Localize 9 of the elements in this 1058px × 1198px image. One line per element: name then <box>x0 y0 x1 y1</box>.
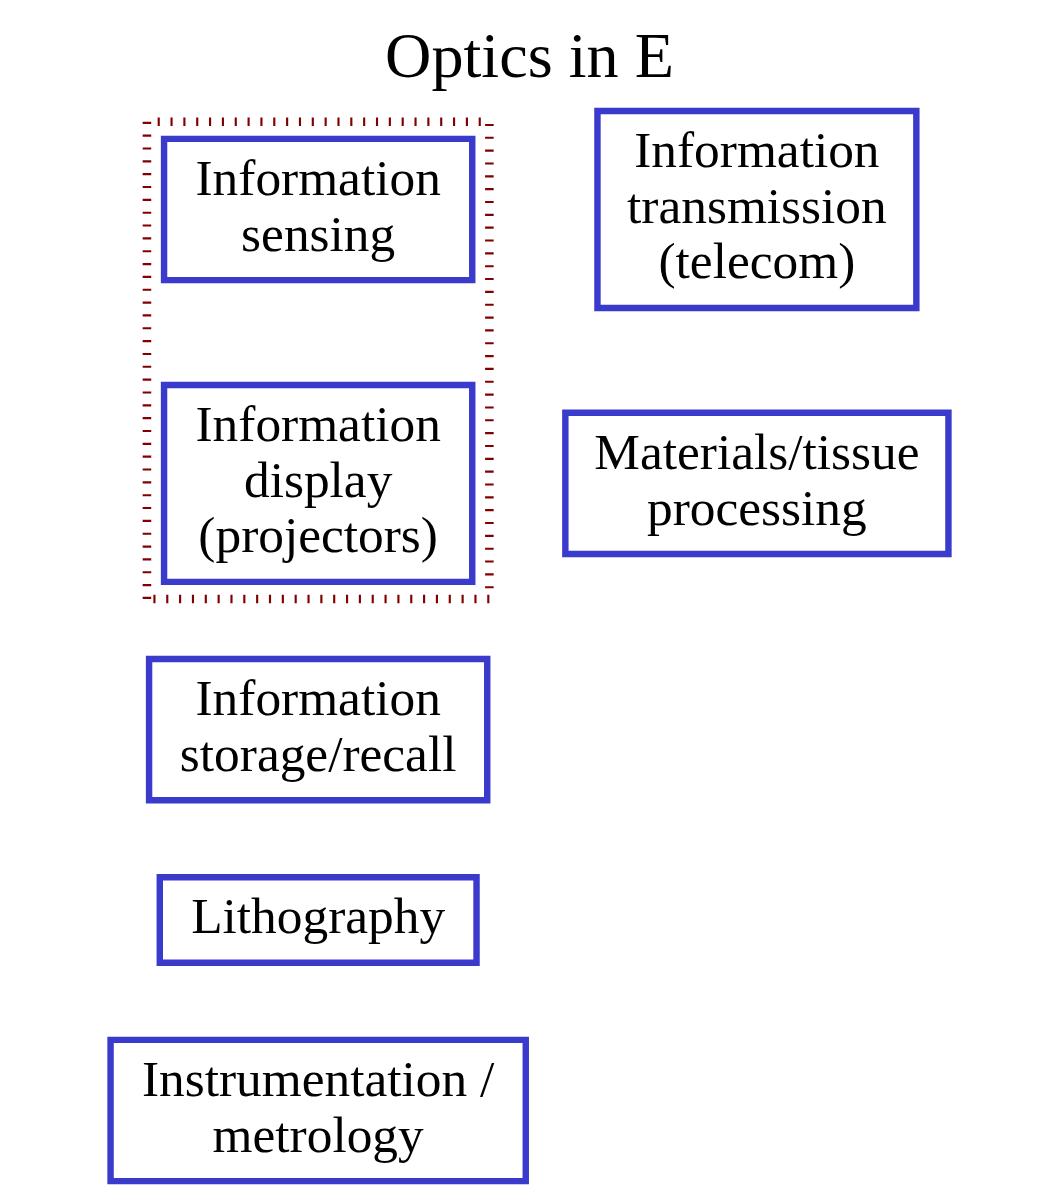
node-box: Lithography <box>156 874 480 967</box>
node-box: Information storage/recall <box>145 655 490 804</box>
node-box: Information transmission (telecom) <box>593 107 920 312</box>
node-box: Information display (projectors) <box>160 381 475 586</box>
cluster <box>142 117 494 604</box>
diagram-title: Optics in E <box>384 19 674 91</box>
node-box: Information sensing <box>160 135 475 284</box>
node-box: Materials/tissue processing <box>561 409 952 558</box>
node-box: Instrumentation / metrology <box>106 1036 529 1185</box>
